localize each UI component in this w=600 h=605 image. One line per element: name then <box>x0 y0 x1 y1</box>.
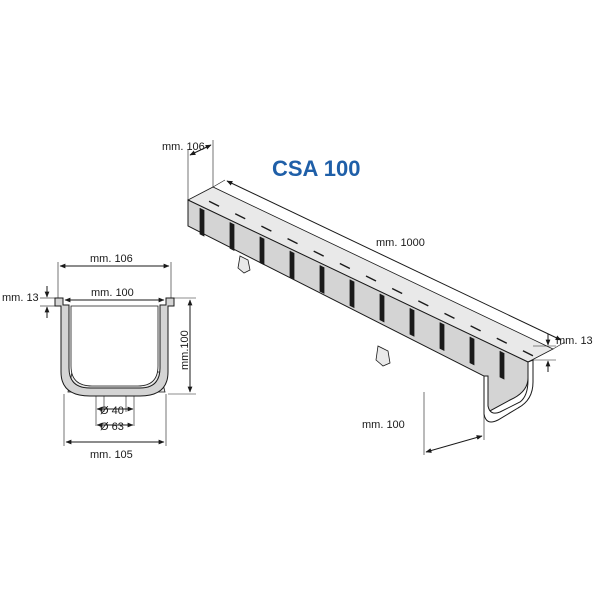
section-outlet-inner-label: Ø 40 <box>100 405 124 417</box>
section-base-width-label: mm. 105 <box>90 449 133 461</box>
perspective-flange-height-label: mm. 13 <box>556 335 593 347</box>
side-rib <box>499 351 505 380</box>
section-outlet-outer-label: Ø 63 <box>100 421 124 433</box>
section-channel-body <box>54 297 175 397</box>
section-height-label: mm.100 <box>179 330 191 370</box>
side-rib <box>259 236 265 266</box>
section-top-width-label: mm. 106 <box>90 253 133 265</box>
perspective-view: mm. 106 mm. 1000 mm. 13 mm. 100 <box>162 140 593 455</box>
perspective-top-flange <box>187 186 554 363</box>
product-title: CSA 100 <box>272 156 360 181</box>
perspective-end-profile <box>483 359 534 423</box>
side-rib <box>379 293 385 323</box>
side-rib <box>229 222 235 251</box>
side-rib <box>199 208 205 237</box>
side-rib <box>439 322 445 352</box>
grate-slot <box>208 200 220 207</box>
side-rib <box>349 279 355 309</box>
perspective-side-wall <box>187 199 529 413</box>
perspective-height-label: mm. 100 <box>362 419 405 431</box>
perspective-length-label: mm. 1000 <box>376 237 425 249</box>
side-rib <box>319 265 325 294</box>
grate-slot <box>522 350 534 357</box>
cross-section-view: mm. 106 mm. 100 mm. 13 mm.100 Ø 40 Ø 63 … <box>2 253 196 461</box>
section-inner-width-label: mm. 100 <box>91 287 134 299</box>
perspective-top-width-label: mm. 106 <box>162 141 205 153</box>
section-channel-cavity <box>70 305 159 387</box>
perspective-outlet-tab-2 <box>375 345 391 367</box>
side-rib <box>469 336 475 366</box>
perspective-outlet-tab-1 <box>237 255 251 274</box>
side-rib <box>289 250 295 280</box>
section-flange-height-label: mm. 13 <box>2 292 39 304</box>
side-rib <box>409 308 415 337</box>
